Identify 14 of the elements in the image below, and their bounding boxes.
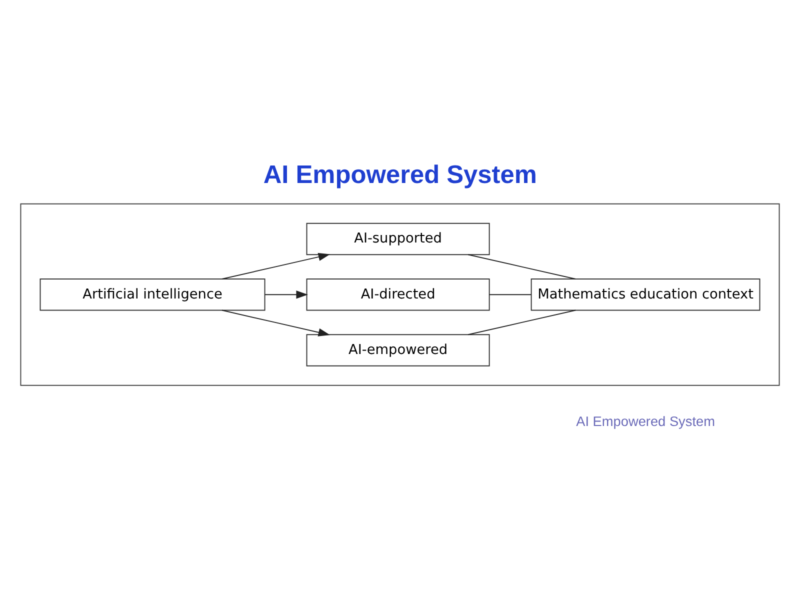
cluster [20,203,780,386]
arrow [222,252,330,280]
node-box: Mathematics education context [530,278,760,311]
diagram-title: AI Empowered System [263,161,537,190]
connector [468,254,576,280]
arrow [222,310,330,336]
node-box: AI-supported [306,222,490,256]
node-box: Artificial intelligence [40,278,266,311]
arrow [264,290,308,299]
node-box: AI-empowered [306,334,490,366]
caption: AI Empowered System [576,414,715,430]
connector [488,294,532,296]
node-box: AI-directed [306,278,490,311]
connector [468,310,576,336]
